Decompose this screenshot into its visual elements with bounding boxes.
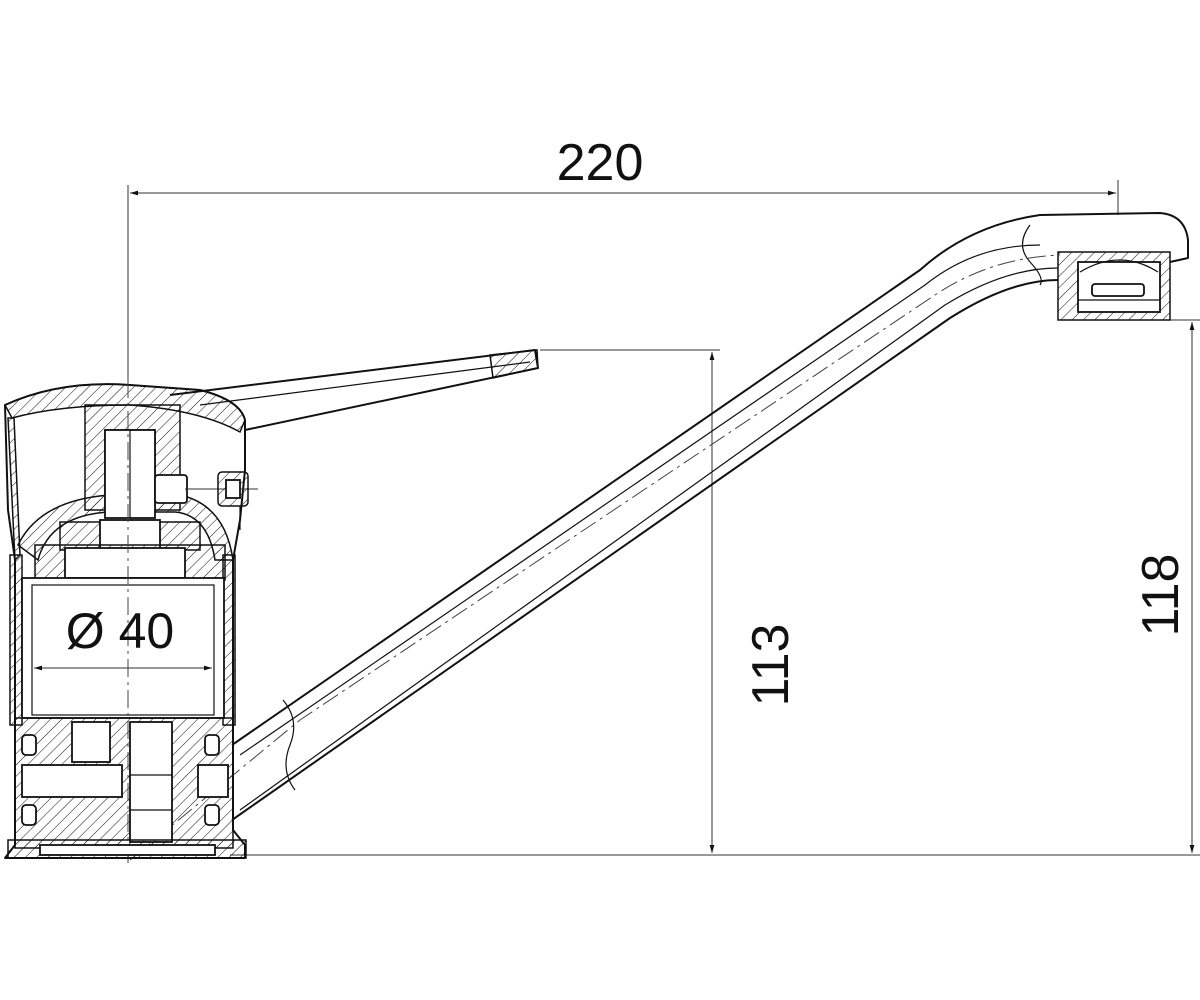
dimension-label-diameter: Ø 40 bbox=[66, 603, 174, 659]
dimension-118: 118 bbox=[1132, 319, 1200, 853]
dimension-label-118: 118 bbox=[1132, 554, 1190, 637]
aerator bbox=[1057, 251, 1171, 321]
cartridge-spindle bbox=[34, 404, 258, 581]
dimension-220: 220 bbox=[127, 134, 1119, 390]
dimension-label-113: 113 bbox=[742, 624, 800, 707]
dimension-113: 113 bbox=[540, 349, 800, 853]
dimension-label-220: 220 bbox=[557, 134, 644, 192]
lever-handle bbox=[169, 349, 539, 431]
spout bbox=[129, 212, 1189, 861]
lower-valve-block bbox=[7, 717, 247, 859]
cartridge-chamber: Ø 40 bbox=[21, 380, 225, 865]
